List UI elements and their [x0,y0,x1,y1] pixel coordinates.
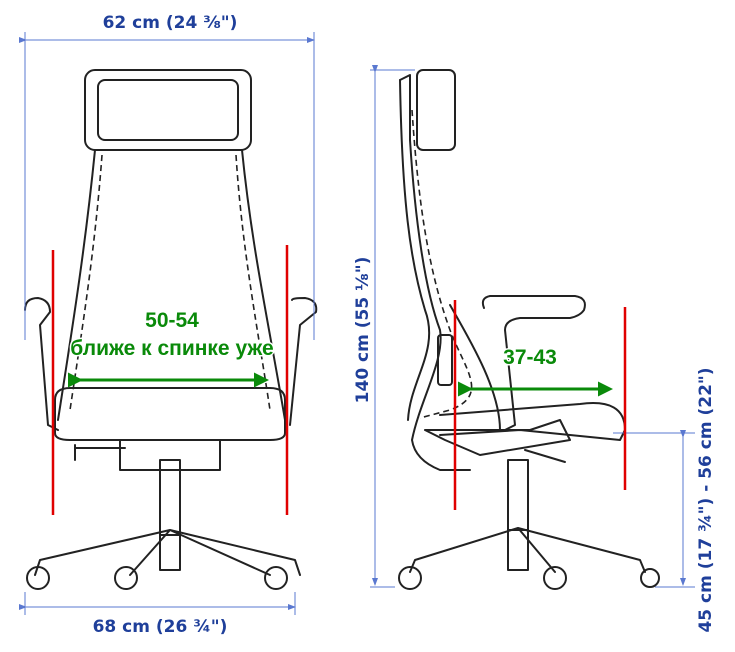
seat-width-note: ближе к спинке уже [70,337,273,360]
base-width-label: 68 cm (26 ¾") [93,617,228,637]
overall-width-label: 62 cm (24 ⅜") [103,13,238,33]
seat-width-value: 50-54 [145,309,199,332]
overall-height-label: 140 cm (55 ⅛") [353,257,373,404]
seat-depth-value: 37-43 [503,346,557,369]
front-view-chair [24,69,318,590]
dimension-lines [19,32,695,615]
side-view-chair [398,69,660,590]
seat-height-label: 45 cm (17 ¾") - 56 cm (22") [696,367,716,632]
